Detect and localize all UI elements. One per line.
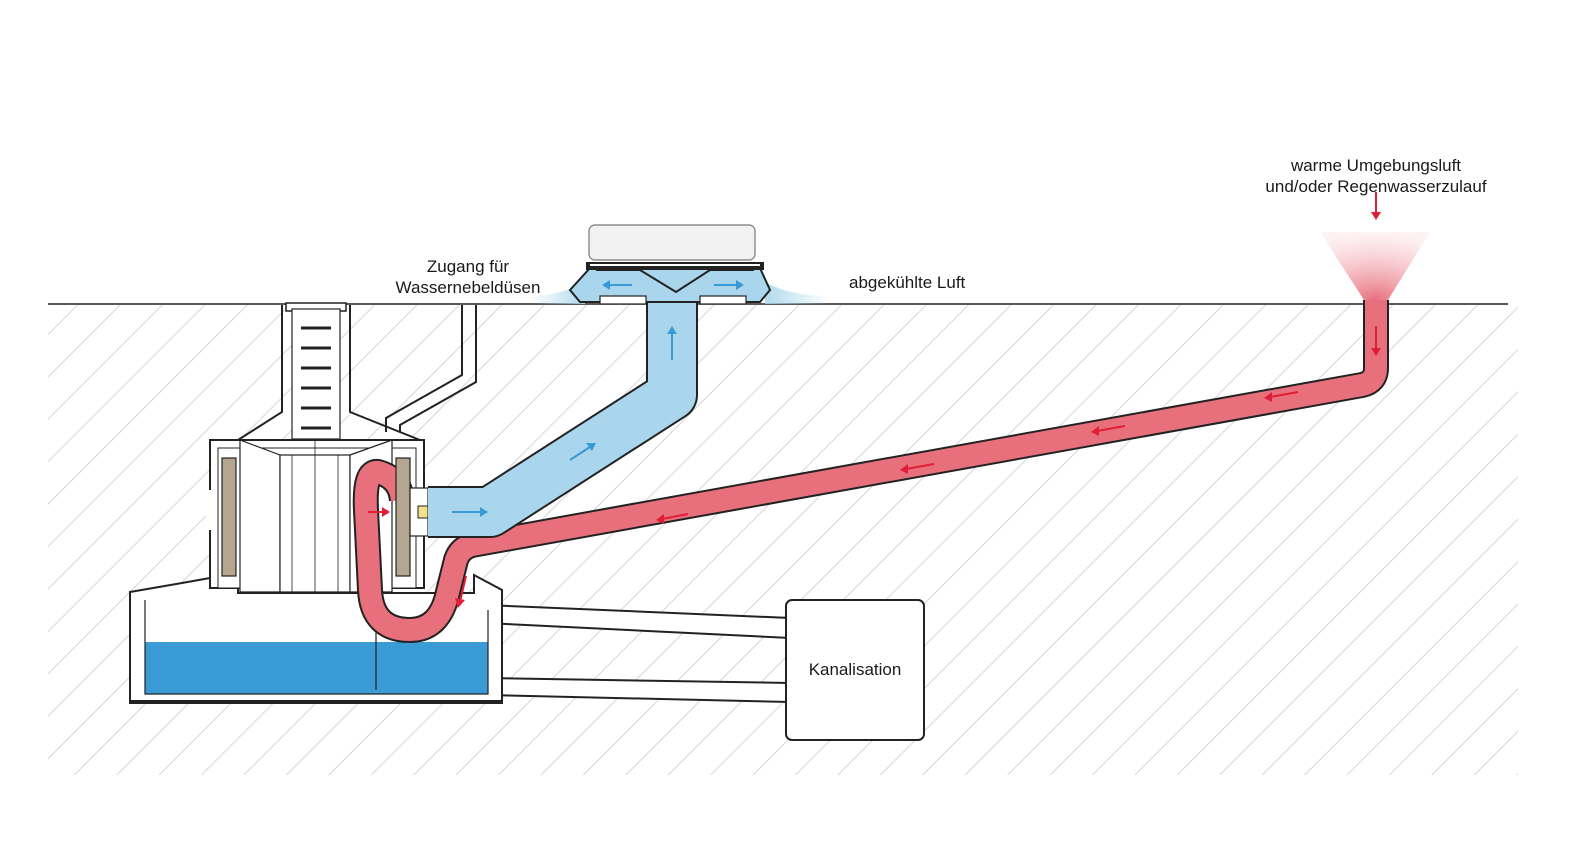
cool-flow-arrows <box>452 280 744 517</box>
red-arrow-icon <box>656 513 689 524</box>
sewer-label: Kanalisation <box>809 660 902 679</box>
nozzle <box>417 505 429 519</box>
red-arrow-icon <box>900 463 935 474</box>
nozzle-block <box>395 457 429 577</box>
blue-arrow-icon <box>667 326 677 360</box>
red-arrow-icon <box>1371 326 1381 356</box>
red-arrow-icon <box>1264 391 1299 402</box>
access-label-line2: Wassernebeldüsen <box>396 278 541 297</box>
red-arrow-icon <box>455 575 467 608</box>
blue-arrow-icon <box>602 280 632 290</box>
outlet-cover <box>588 224 756 261</box>
sewer-box <box>785 599 925 741</box>
water-level <box>145 642 488 694</box>
outlet-diffuser <box>530 224 830 305</box>
blue-arrow-icon <box>569 443 596 461</box>
red-arrow-icon <box>1091 425 1126 436</box>
access-label-line1: Zugang für <box>427 257 510 276</box>
warm-air-label-line1: warme Umgebungsluft <box>1290 156 1461 175</box>
warm-air-pipe <box>352 300 1389 643</box>
red-arrow-icon <box>368 507 390 517</box>
cooled-air-label: abgekühlte Luft <box>849 273 966 292</box>
mist-left <box>530 282 585 304</box>
warm-air-label-line2: und/oder Regenwasserzulauf <box>1265 177 1486 196</box>
blue-arrow-icon <box>452 507 488 517</box>
mist-right <box>765 282 830 304</box>
blue-arrow-icon <box>714 280 744 290</box>
nozzle-access-pipe <box>385 305 477 432</box>
red-arrow-icon <box>1371 192 1381 220</box>
warm-flow-arrows <box>368 192 1381 608</box>
intake-funnel <box>1320 232 1430 300</box>
filter-left <box>221 457 237 577</box>
sewer-connection <box>485 599 925 741</box>
evaporator-housing <box>206 439 425 593</box>
